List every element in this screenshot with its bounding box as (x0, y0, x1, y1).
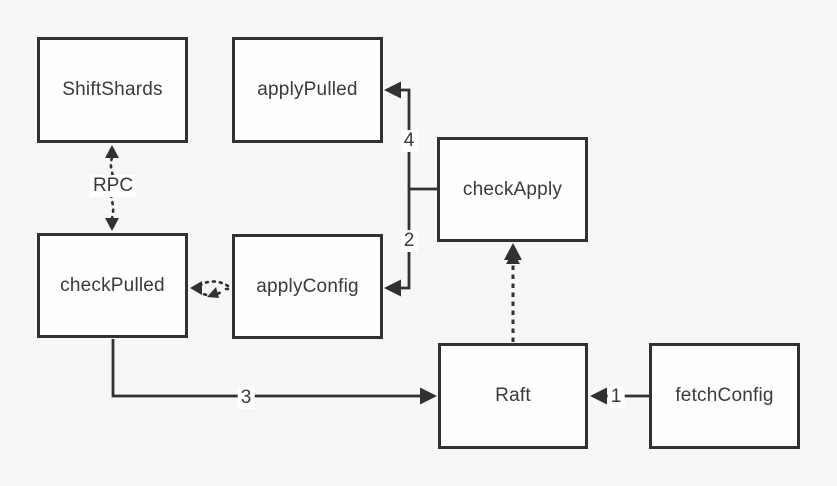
node-raft: Raft (438, 343, 588, 449)
edge-label-rpc: RPC (89, 175, 137, 197)
node-label-shiftshards: ShiftShards (62, 79, 163, 100)
arrowhead-up-icon (105, 145, 119, 158)
node-checkapply: checkApply (437, 137, 588, 242)
edge-label-step1: 1 (607, 386, 625, 408)
edge-label-step3: 3 (237, 387, 255, 409)
edge-label-step4: 4 (400, 130, 418, 152)
edge-label-step2: 2 (400, 230, 418, 252)
node-label-fetchconfig: fetchConfig (675, 385, 774, 406)
arrowhead-left-icon (384, 81, 401, 99)
node-applypulled: applyPulled (232, 37, 383, 143)
node-shiftshards: ShiftShards (37, 37, 188, 143)
arrowhead-left-icon (384, 279, 401, 297)
arrowhead-curl-icon (207, 287, 219, 298)
arrowhead-down-icon (105, 218, 119, 231)
arrowhead-up-icon (504, 243, 522, 260)
node-label-raft: Raft (495, 385, 531, 406)
edge-step3-line (111, 339, 421, 398)
edge-checkpulled-applyconfig (190, 280, 233, 298)
node-label-checkpulled: checkPulled (60, 274, 165, 296)
node-fetchconfig: fetchConfig (649, 343, 800, 449)
edge-step3-checkpulled-to-raft (111, 339, 437, 405)
arrowhead-left-icon (190, 281, 202, 295)
edge-rpc-shiftshards-checkpulled (105, 145, 119, 231)
node-label-applyconfig: applyConfig (256, 275, 359, 297)
node-label-applypulled: applyPulled (257, 79, 358, 100)
arrowhead-up-icon (506, 252, 520, 264)
node-checkpulled: checkPulled (37, 233, 188, 338)
edge-rpc-line (109, 156, 115, 220)
edge-dotted-line (197, 280, 230, 288)
edge-raft-to-checkapply (504, 243, 522, 342)
node-applyconfig: applyConfig (232, 234, 383, 339)
arrowhead-right-icon (420, 387, 437, 405)
edge-step2-checkapply-to-applyconfig (384, 189, 411, 297)
node-label-checkapply: checkApply (462, 178, 563, 200)
arrowhead-left-icon (590, 387, 607, 405)
edge-step2-line (401, 189, 411, 290)
